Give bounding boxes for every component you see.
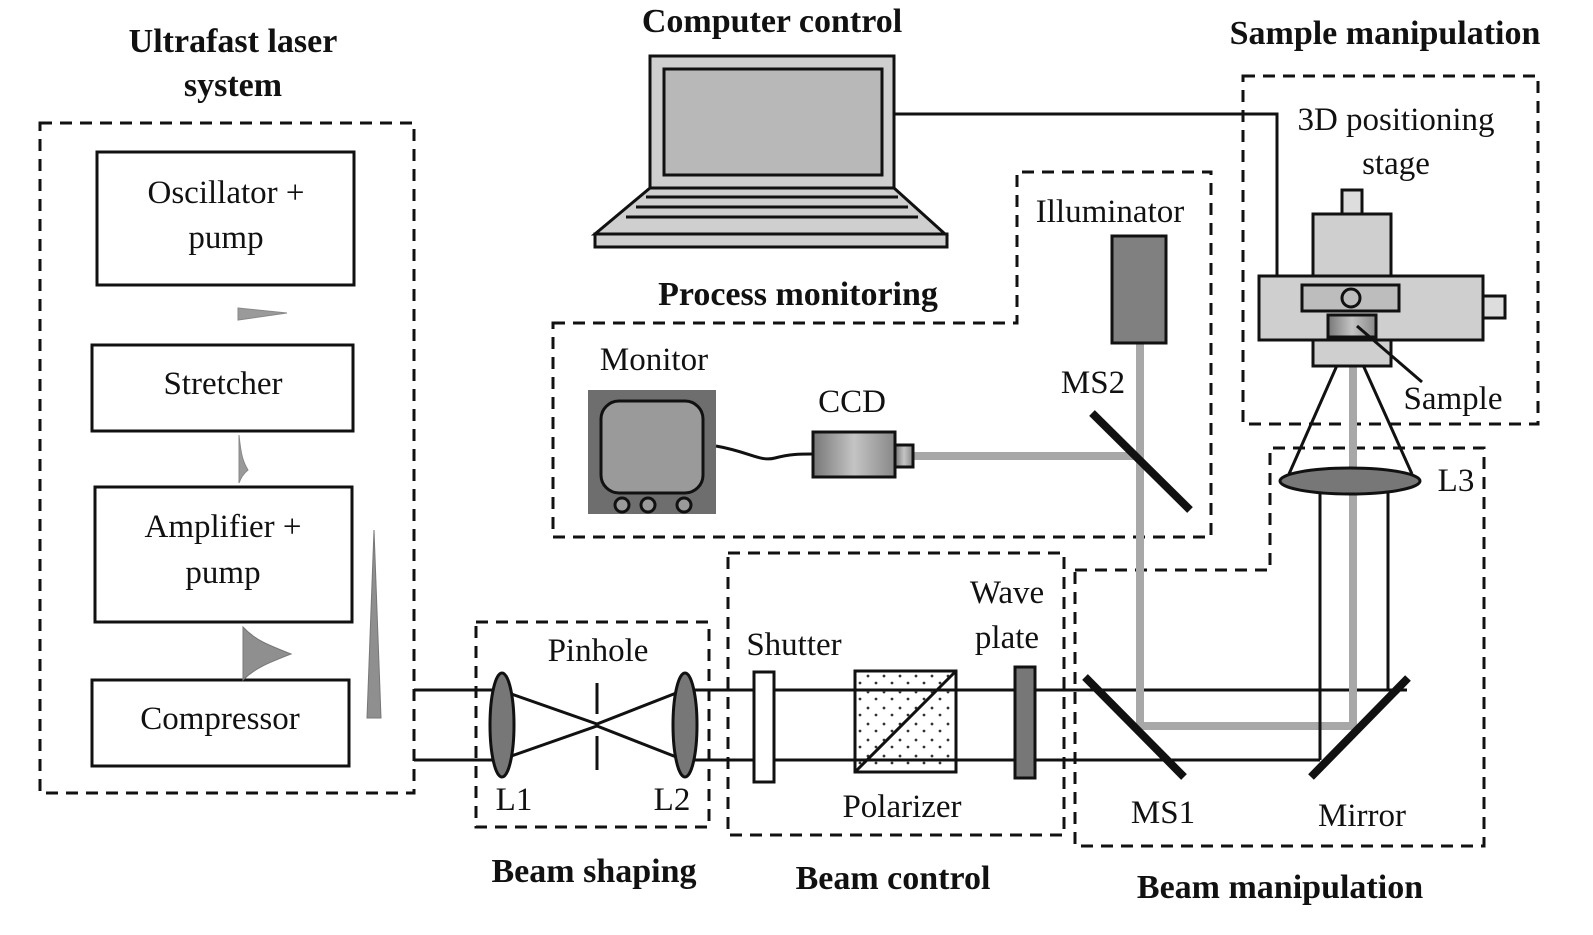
stage-side-knob [1481,294,1507,320]
sample-piece [1326,313,1378,339]
monitor-ccd-cable [715,444,814,461]
l3-label: L3 [1438,463,1475,499]
wave-plate [1013,665,1037,780]
splitter-ms2 [1089,410,1193,513]
monitor-label: Monitor [600,342,708,378]
ccd-body [811,430,897,479]
stretcher-label: Stretcher [163,366,282,402]
amplifier-box [93,485,354,624]
computer-control-title: Computer control [642,3,902,40]
monitor-knob-1 [613,496,631,514]
oscillator-label-line2: pump [188,220,263,256]
l2-label: L2 [654,782,691,818]
stage-label-line1: 3D positioning [1297,102,1494,138]
ultrafast-title-line1: Ultrafast laser [129,23,338,60]
ultrafast-title-line2: system [184,67,282,104]
mirror [1308,675,1411,780]
stage-holder-hole [1340,287,1362,309]
beam-control-frame [726,551,1066,837]
ms2-label: MS2 [1061,365,1125,401]
oscillator-label-line1: Oscillator + [148,175,305,211]
monitoring-beam [1136,334,1357,730]
computer-stage-cable [894,112,1279,276]
beam-manipulation-title: Beam manipulation [1137,869,1423,906]
pulse-shape-compressor [366,529,382,719]
shutter-label: Shutter [746,627,841,663]
sample-manipulation-title: Sample manipulation [1230,15,1541,52]
stage-lower-block [1311,338,1393,368]
wave-plate-label-line1: Wave [970,575,1044,611]
shutter [752,670,776,784]
polarizer-label: Polarizer [842,789,961,825]
lens-l1 [488,671,516,779]
illuminator [1110,234,1168,345]
sample-pointer [1356,324,1423,384]
oscillator-box [95,150,356,287]
compressor-box [90,678,351,768]
lens-l2 [671,671,699,779]
pinhole-label: Pinhole [548,633,649,669]
amplifier-label-line2: pump [185,555,260,591]
splitter-ms1 [1082,674,1187,780]
monitor-screen [599,399,705,495]
process-monitoring-frame [551,170,1213,539]
monitor-knob-2 [639,496,657,514]
compressor-label: Compressor [140,701,300,737]
laptop-screen-inner [662,67,884,177]
stage-top-knob [1340,188,1364,216]
ultrafast-laser-frame [38,121,416,795]
stage-label-line2: stage [1362,146,1430,182]
ccd-label: CCD [818,384,886,420]
stretcher-box [90,343,355,433]
pulse-shape-amplifier [242,625,293,682]
ccd-lens [893,443,915,469]
wave-plate-label-line2: plate [975,620,1039,656]
pulse-shape-oscillator [237,307,288,321]
l1-label: L1 [496,782,533,818]
illuminator-label: Illuminator [1036,194,1184,230]
beam-manipulation-frame [1073,446,1486,848]
polarizer-diagonal [853,669,958,774]
sample-label: Sample [1404,381,1503,417]
monitor-knob-3 [675,496,693,514]
laptop-base [593,232,949,249]
laptop-keyboard [590,186,949,236]
pulse-shape-stretcher [238,434,249,484]
process-monitoring-title: Process monitoring [658,276,938,313]
mirror-label: Mirror [1318,798,1406,834]
beam-shaping-title: Beam shaping [492,853,697,890]
stage-column [1311,212,1393,278]
lens-l3 [1278,466,1422,496]
beam-control-title: Beam control [796,860,991,897]
ms1-label: MS1 [1131,795,1195,831]
amplifier-label-line1: Amplifier + [145,509,302,545]
